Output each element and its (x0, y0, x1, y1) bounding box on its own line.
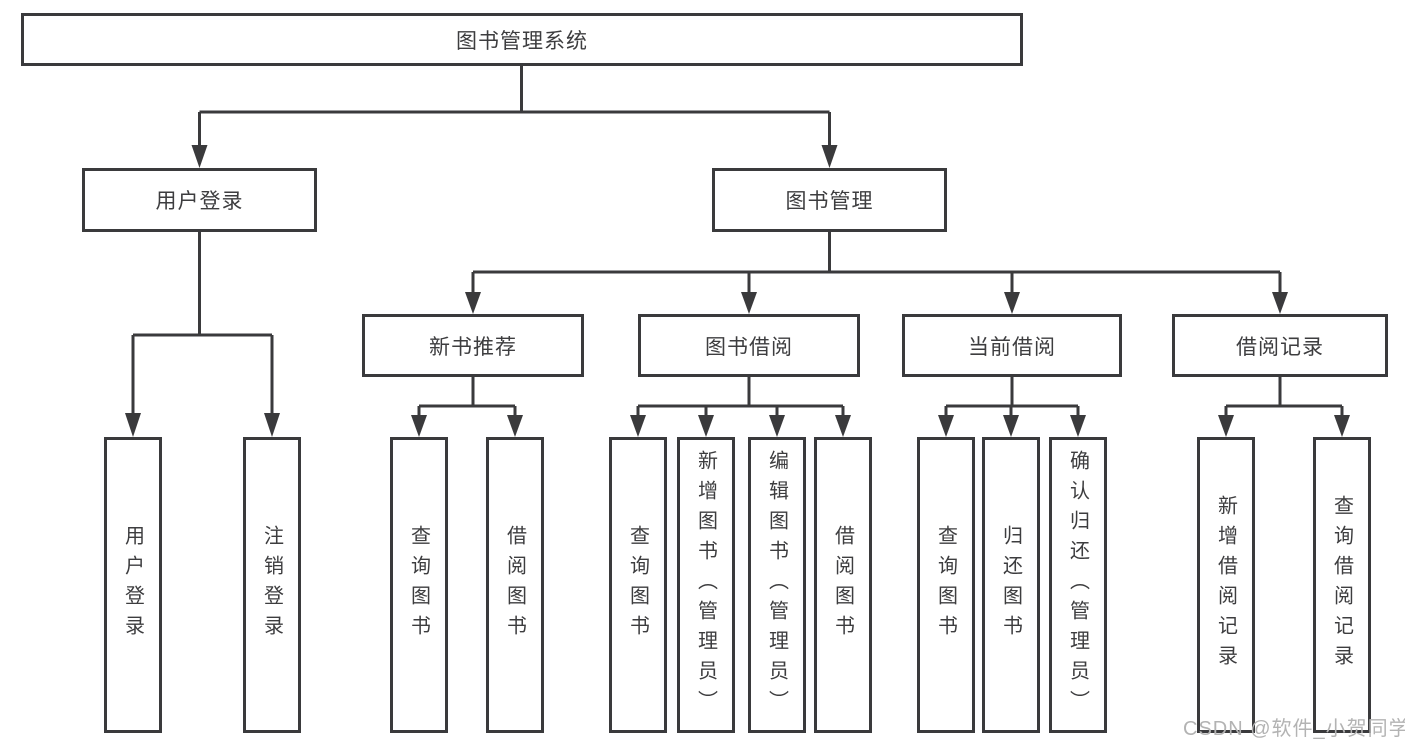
leaf-confirm-return-admin: 确认归还（管理员） (1049, 437, 1107, 733)
node-user-login: 用户登录 (82, 168, 317, 232)
node-root: 图书管理系统 (21, 13, 1023, 66)
arrow-down-icon (411, 415, 427, 437)
arrow-down-icon (264, 413, 280, 437)
arrow-down-icon (769, 415, 785, 437)
arrow-down-icon (821, 145, 838, 168)
arrow-down-icon (741, 292, 757, 314)
leaf-edit-book-admin: 编辑图书（管理员） (748, 437, 806, 733)
watermark: CSDN @软件_小贺同学 (1183, 718, 1405, 740)
node-new-book-recommendation: 新书推荐 (362, 314, 584, 377)
arrow-down-icon (1070, 415, 1086, 437)
connector-line (1224, 377, 1344, 416)
connector-line (944, 377, 1080, 416)
connector-line (198, 66, 831, 146)
arrow-down-icon (1003, 415, 1019, 437)
arrow-down-icon (125, 413, 141, 437)
arrow-down-icon (191, 145, 208, 168)
arrow-down-icon (938, 415, 954, 437)
leaf-return-books: 归还图书 (982, 437, 1040, 733)
connector-line (417, 377, 517, 416)
arrow-down-icon (1334, 415, 1350, 437)
arrow-down-icon (1218, 415, 1234, 437)
leaf-add-book-admin: 新增图书（管理员） (677, 437, 735, 733)
leaf-query-books-current: 查询图书 (917, 437, 975, 733)
leaf-query-borrow-record: 查询借阅记录 (1313, 437, 1371, 733)
node-book-borrowing: 图书借阅 (638, 314, 860, 377)
arrow-down-icon (465, 292, 481, 314)
arrow-down-icon (835, 415, 851, 437)
leaf-borrow-books-borrowing: 借阅图书 (814, 437, 872, 733)
connector-line (131, 232, 274, 414)
arrow-down-icon (698, 415, 714, 437)
connector-line (471, 232, 1282, 293)
node-current-borrowing: 当前借阅 (902, 314, 1122, 377)
leaf-query-books-recommend: 查询图书 (390, 437, 448, 733)
leaf-borrow-books-recommend: 借阅图书 (486, 437, 544, 733)
node-borrowing-records: 借阅记录 (1172, 314, 1388, 377)
arrow-down-icon (1272, 292, 1288, 314)
leaf-query-books-borrowing: 查询图书 (609, 437, 667, 733)
leaf-add-borrow-record: 新增借阅记录 (1197, 437, 1255, 733)
leaf-user-login: 用户登录 (104, 437, 162, 733)
leaf-logout: 注销登录 (243, 437, 301, 733)
connector-line (636, 377, 845, 416)
arrow-down-icon (507, 415, 523, 437)
arrow-down-icon (630, 415, 646, 437)
node-book-management: 图书管理 (712, 168, 947, 232)
arrow-down-icon (1004, 292, 1020, 314)
